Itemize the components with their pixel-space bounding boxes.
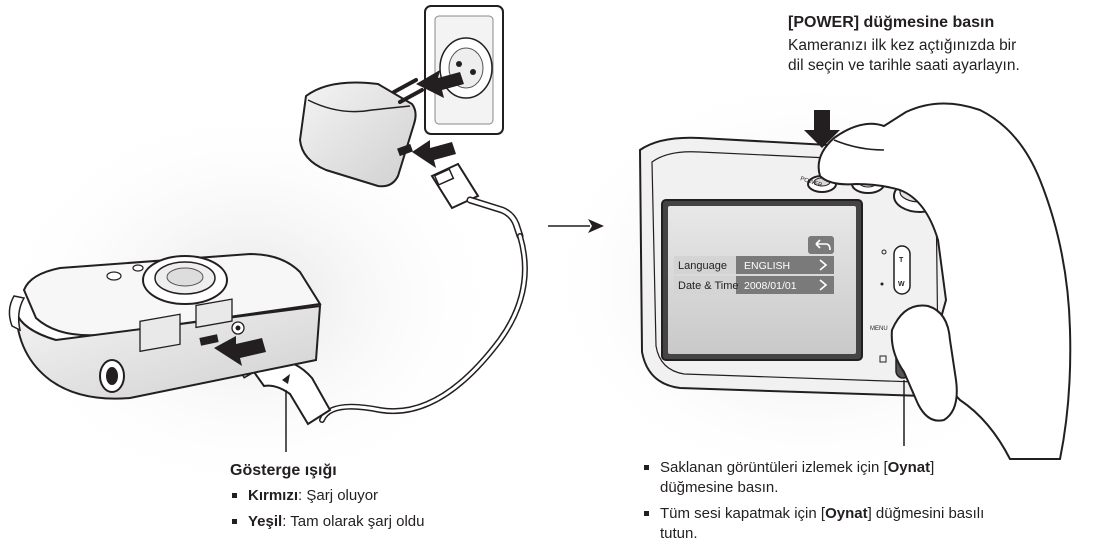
lcd-date-label: Date & Time bbox=[678, 280, 739, 292]
lcd-language-value: ENGLISH bbox=[744, 260, 790, 272]
playback-item-1-post: ] bbox=[930, 459, 935, 476]
camera-right: POWER Language ENGLISH Date & Time 2008/… bbox=[638, 102, 1072, 460]
zoom-t-mark: T bbox=[899, 257, 904, 264]
playback-instructions: Saklanan görüntüleri izlemek için [Oynat… bbox=[642, 458, 1062, 550]
indicator-red-text: : Şarj oluyor bbox=[298, 487, 379, 504]
playback-item-1-pre: Saklanan görüntüleri izlemek için [ bbox=[660, 459, 888, 476]
press-power-arrow-icon bbox=[804, 110, 840, 148]
playback-item-2: Tüm sesi kapatmak için [Oynat] düğmesini… bbox=[642, 504, 1062, 544]
playback-item-2-line2: tutun. bbox=[660, 525, 698, 542]
playback-item-1: Saklanan görüntüleri izlemek için [Oynat… bbox=[642, 458, 1062, 498]
indicator-green-label: Yeşil bbox=[248, 513, 283, 530]
playback-item-2-bold: Oynat bbox=[825, 505, 868, 522]
menu-mark: MENU bbox=[870, 326, 888, 332]
lcd-language-label: Language bbox=[678, 260, 727, 272]
arrow-into-camera-icon bbox=[214, 336, 266, 366]
power-instruction: [POWER] düğmesine basın Kameranızı ilk k… bbox=[788, 14, 1106, 76]
step-arrow-icon bbox=[548, 219, 604, 233]
wall-socket bbox=[424, 5, 504, 135]
playback-item-2-pre: Tüm sesi kapatmak için [ bbox=[660, 505, 826, 522]
arrow-into-adapter-icon bbox=[412, 140, 456, 168]
indicator-green-text: : Tam olarak şarj oldu bbox=[282, 513, 425, 530]
playback-item-1-line2: düğmesine basın. bbox=[660, 479, 779, 496]
lcd-date-value: 2008/01/01 bbox=[744, 280, 797, 292]
power-line-2: dil seçin ve tarihle saati ayarlayın. bbox=[788, 57, 1020, 74]
charger-adapter bbox=[298, 78, 424, 188]
usb-plug-top bbox=[430, 162, 524, 240]
power-line-1: Kameranızı ilk kez açtığınızda bir bbox=[788, 37, 1017, 54]
arrow-into-socket-icon bbox=[416, 70, 464, 98]
playback-item-2-post: ] düğmesini basılı bbox=[867, 505, 985, 522]
indicator-red-item: Kırmızı: Şarj oluyor bbox=[230, 486, 530, 506]
playback-item-1-bold: Oynat bbox=[887, 459, 931, 476]
camera-left bbox=[8, 252, 322, 400]
indicator-red-label: Kırmızı bbox=[248, 487, 299, 504]
indicator-green-item: Yeşil: Tam olarak şarj oldu bbox=[230, 512, 530, 532]
indicator-legend: Gösterge ışığı Kırmızı: Şarj oluyor Yeşi… bbox=[230, 462, 530, 538]
zoom-w-mark: W bbox=[898, 281, 905, 288]
power-title: [POWER] düğmesine basın bbox=[788, 14, 995, 31]
indicator-title: Gösterge ışığı bbox=[230, 462, 337, 479]
